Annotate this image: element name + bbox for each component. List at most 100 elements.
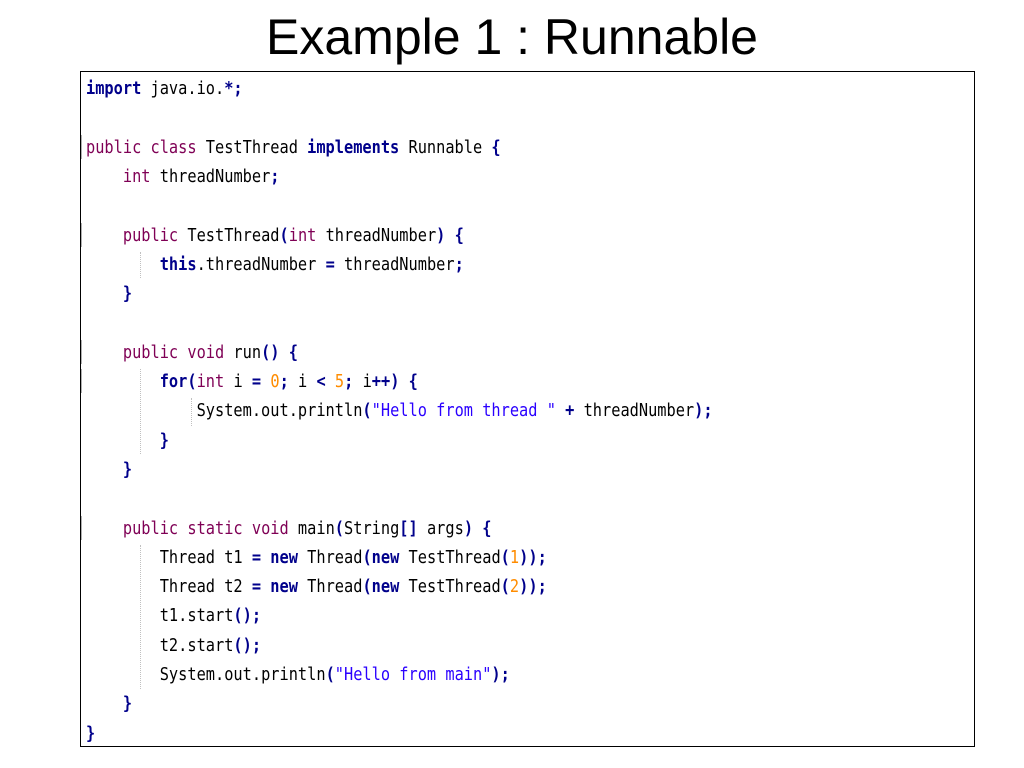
code-line: t2.start(); <box>86 633 261 659</box>
code-token: } <box>86 723 96 744</box>
code-token: int <box>122 166 151 187</box>
code-token <box>86 431 160 451</box>
code-token: Thread <box>297 577 363 598</box>
code-line: for(int i = 0; i < 5; i++) { <box>86 369 418 395</box>
code-token: ( <box>334 518 345 539</box>
code-line: } <box>86 428 169 454</box>
code-token: main <box>288 518 335 539</box>
code-token <box>86 460 123 480</box>
code-line: System.out.println("Hello from thread " … <box>86 398 713 424</box>
code-line: System.out.println("Hello from main"); <box>86 662 510 688</box>
code-token: ( <box>187 372 197 392</box>
code-token <box>86 665 160 685</box>
code-token: this <box>159 254 197 275</box>
code-token: TestThread <box>399 547 501 568</box>
code-token: { <box>288 342 298 363</box>
code-token: java.io. <box>141 79 225 99</box>
code-line: public void run() { <box>86 340 298 366</box>
code-token: )); <box>519 547 547 568</box>
code-token: TestThread <box>399 577 501 598</box>
code-token: t1.start <box>159 606 234 627</box>
code-token: Thread t1 <box>159 547 252 568</box>
code-token: )); <box>519 577 547 598</box>
code-line: Thread t1 = new Thread(new TestThread(1)… <box>86 545 547 571</box>
code-token: ); <box>694 401 713 422</box>
code-token: () <box>261 342 280 363</box>
code-token: public static void <box>122 518 289 539</box>
code-token <box>473 519 482 539</box>
code-line: } <box>86 691 132 717</box>
code-token: import <box>86 79 142 99</box>
code-token: threadNumber <box>574 401 695 422</box>
code-token <box>445 226 454 246</box>
code-token: int <box>196 372 225 392</box>
code-token <box>86 519 123 539</box>
code-token: ( <box>362 547 372 568</box>
code-token <box>86 548 160 568</box>
code-token: + <box>565 401 575 422</box>
indent-guide <box>140 369 141 454</box>
indent-guide <box>140 545 141 689</box>
code-token <box>86 226 123 246</box>
code-line: t1.start(); <box>86 603 261 629</box>
code-token: (); <box>233 606 262 627</box>
code-token: (); <box>233 635 262 656</box>
code-token: = <box>251 577 262 598</box>
code-token: i <box>288 372 317 392</box>
code-token <box>86 343 123 363</box>
code-token: threadNumber <box>334 254 455 275</box>
fold-marker <box>81 135 82 159</box>
code-token <box>86 167 123 187</box>
code-token <box>280 343 289 363</box>
code-token: ( <box>325 665 335 685</box>
code-token: Thread <box>297 547 363 568</box>
code-token: ; <box>270 166 280 187</box>
code-token: ) <box>463 518 474 539</box>
code-token: Runnable <box>399 137 492 158</box>
code-token: ; <box>344 372 354 392</box>
code-token: new <box>371 577 400 598</box>
code-token <box>261 577 270 597</box>
code-line: public class TestThread implements Runna… <box>86 135 501 161</box>
code-token: = <box>251 372 262 392</box>
code-token: ( <box>362 577 372 598</box>
code-token: for <box>159 372 188 392</box>
code-token: ( <box>500 547 510 568</box>
code-token: ; <box>454 254 464 275</box>
code-token: ); <box>491 665 510 685</box>
code-token: threadNumber <box>150 166 271 187</box>
code-token <box>86 636 160 656</box>
code-token <box>326 372 335 392</box>
code-token: ( <box>279 225 289 246</box>
code-token: ++) <box>371 372 400 392</box>
code-token: int <box>288 225 317 246</box>
fold-marker <box>81 516 82 540</box>
code-token: ) <box>436 225 446 246</box>
code-token <box>86 255 160 275</box>
code-token: = <box>325 254 335 275</box>
code-token: } <box>122 694 133 715</box>
code-token: Thread t2 <box>159 577 252 598</box>
code-token: 5 <box>334 372 345 392</box>
code-token: { <box>454 225 464 246</box>
code-token: new <box>371 547 400 568</box>
code-line: import java.io.*; <box>86 76 243 102</box>
code-line: } <box>86 721 96 746</box>
code-token: new <box>270 577 298 598</box>
code-token: System.out.println <box>159 665 326 685</box>
code-token: ( <box>500 577 510 598</box>
code-token: public <box>122 225 179 246</box>
code-line: int threadNumber; <box>86 164 280 190</box>
indent-guide <box>191 398 192 426</box>
code-token: 2 <box>509 577 520 598</box>
code-token: i <box>353 372 372 392</box>
code-token: } <box>122 284 133 305</box>
code-token: args <box>417 518 464 539</box>
fold-marker <box>81 223 82 247</box>
code-token: implements <box>307 137 400 158</box>
code-token <box>86 372 160 392</box>
code-token: "Hello from thread " <box>371 401 556 422</box>
code-token: .threadNumber <box>196 254 326 275</box>
code-token: 1 <box>509 547 520 568</box>
code-token: *; <box>224 79 243 99</box>
